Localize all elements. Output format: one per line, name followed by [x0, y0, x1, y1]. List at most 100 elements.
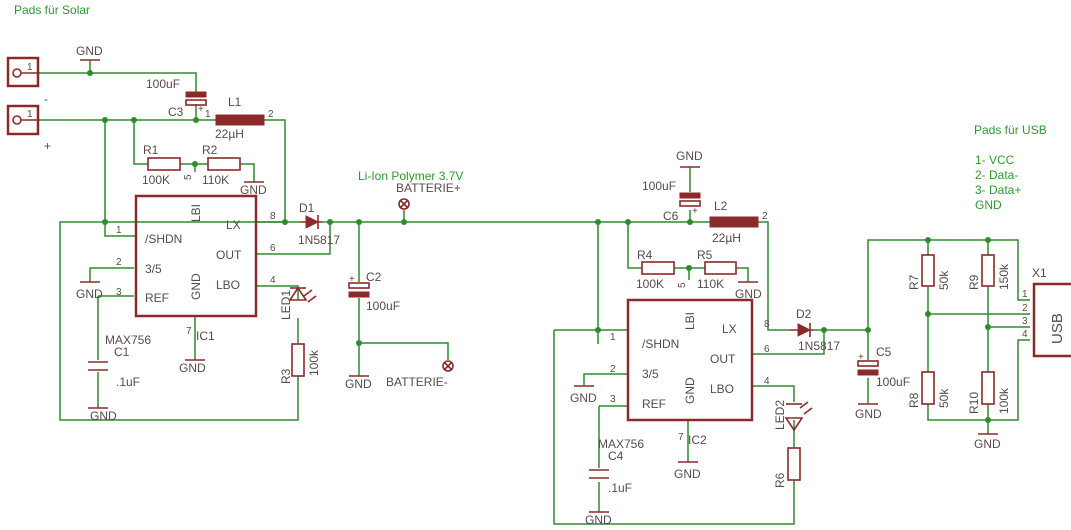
capacitor-c2: + C2 100uF — [348, 270, 400, 313]
svg-text:C4: C4 — [608, 449, 624, 463]
svg-text:100uF: 100uF — [146, 77, 180, 91]
svg-text:GND: GND — [683, 377, 697, 404]
svg-text:4: 4 — [270, 275, 276, 286]
svg-text:MAX756: MAX756 — [598, 437, 644, 451]
svg-text:2: 2 — [1022, 303, 1028, 314]
solar-pad-1: 1 — [6, 56, 40, 88]
svg-text:1- VCC: 1- VCC — [975, 153, 1015, 167]
svg-text:GND: GND — [585, 513, 612, 527]
svg-text:.1uF: .1uF — [608, 481, 632, 495]
solar-pads-note: Pads für Solar — [14, 3, 90, 17]
gnd-symbols — [80, 59, 998, 513]
svg-text:GND: GND — [570, 391, 597, 405]
resistor-r3: R3 100k — [279, 343, 321, 384]
svg-text:GND: GND — [674, 467, 701, 481]
diode-d1: D1 1N5817 — [298, 201, 340, 247]
svg-text:4: 4 — [1022, 329, 1028, 340]
svg-text:Li-Ion Polymer 3.7V: Li-Ion Polymer 3.7V — [358, 169, 463, 183]
svg-text:1: 1 — [27, 109, 33, 120]
capacitor-c5: + C5 100uF — [857, 345, 910, 389]
svg-text:/SHDN: /SHDN — [642, 337, 679, 351]
svg-text:2- Data-: 2- Data- — [975, 168, 1018, 182]
svg-text:R10: R10 — [967, 392, 981, 414]
resistor-r4: R4 100K — [636, 248, 675, 291]
svg-text:OUT: OUT — [216, 248, 242, 262]
svg-text:GND: GND — [345, 377, 372, 391]
svg-text:5: 5 — [183, 174, 194, 180]
svg-text:2: 2 — [762, 211, 768, 222]
svg-text:C3: C3 — [168, 105, 184, 119]
capacitor-c1: C1 .1uF — [88, 345, 140, 389]
battery-plus-pad: BATTERIE+ Li-Ion Polymer 3.7V — [358, 169, 463, 210]
svg-text:LBI: LBI — [683, 312, 697, 330]
svg-text:2: 2 — [610, 364, 616, 375]
ic2-max756: /SHDN 3/5 REF LX OUT LBO LBI GND 1 2 3 4… — [598, 282, 770, 451]
resistor-r2: R2 110K — [202, 143, 241, 187]
svg-text:GND: GND — [179, 361, 206, 375]
battery-minus-pad: BATTERIE- — [386, 360, 454, 389]
svg-text:3: 3 — [116, 287, 122, 298]
svg-text:8: 8 — [270, 211, 276, 222]
svg-text:IC2: IC2 — [688, 433, 707, 447]
svg-text:REF: REF — [145, 291, 169, 305]
svg-text:+: + — [198, 104, 204, 115]
svg-text:GND: GND — [676, 149, 703, 163]
svg-text:2: 2 — [268, 109, 274, 120]
svg-text:22µH: 22µH — [712, 231, 741, 245]
svg-text:R7: R7 — [907, 274, 921, 290]
svg-text:D1: D1 — [299, 201, 315, 215]
svg-text:2: 2 — [116, 257, 122, 268]
led-1: LED1 — [279, 286, 317, 320]
svg-text:R8: R8 — [907, 392, 921, 408]
svg-text:6: 6 — [270, 243, 276, 254]
svg-text:50k: 50k — [937, 270, 951, 290]
svg-text:R1: R1 — [143, 143, 159, 157]
svg-text:1: 1 — [205, 109, 211, 120]
svg-text:100K: 100K — [636, 277, 664, 291]
ic1-max756: /SHDN 3/5 REF LX OUT LBO LBI GND 1 2 3 4… — [105, 174, 276, 347]
svg-text:R2: R2 — [202, 143, 218, 157]
svg-text:6: 6 — [764, 344, 770, 355]
svg-text:4: 4 — [764, 376, 770, 387]
led-2: LED2 — [773, 400, 813, 432]
svg-text:R5: R5 — [697, 248, 713, 262]
svg-text:GND: GND — [90, 409, 117, 423]
svg-text:L1: L1 — [228, 95, 242, 109]
svg-text:+: + — [349, 274, 355, 285]
junctions — [87, 70, 991, 423]
svg-text:LBO: LBO — [710, 382, 734, 396]
resistor-r6: R6 — [773, 447, 801, 488]
svg-text:1: 1 — [27, 62, 33, 73]
svg-text:100uF: 100uF — [642, 179, 676, 193]
resistor-r9: R9 150k — [967, 254, 1011, 290]
svg-text:LX: LX — [722, 322, 737, 336]
svg-text:1: 1 — [116, 225, 122, 236]
svg-text:C6: C6 — [663, 209, 679, 223]
svg-text:BATTERIE+: BATTERIE+ — [396, 181, 461, 195]
svg-text:5: 5 — [677, 282, 688, 288]
svg-text:+: + — [692, 206, 698, 217]
svg-text:R4: R4 — [637, 248, 653, 262]
svg-text:+: + — [858, 352, 864, 363]
svg-text:100k: 100k — [997, 387, 1011, 414]
solar-plus-mark: + — [44, 139, 51, 153]
svg-text:1N5817: 1N5817 — [298, 233, 340, 247]
usb-connector-x1: USB X1 1 2 3 4 — [1022, 266, 1071, 358]
svg-text:GND: GND — [240, 183, 267, 197]
svg-text:100k: 100k — [307, 349, 321, 376]
svg-text:X1: X1 — [1032, 266, 1047, 280]
capacitor-c6: + 100uF C6 — [642, 179, 701, 223]
resistor-r8: R8 50k — [907, 371, 951, 408]
usb-pads-note: Pads für USB 1- VCC 2- Data- 3- Data+ GN… — [974, 123, 1047, 212]
inductor-l2: L2 22µH 2 — [709, 199, 768, 245]
svg-text:Pads für USB: Pads für USB — [974, 123, 1047, 137]
capacitor-c3: + 100uF C3 — [146, 77, 207, 119]
svg-text:LED2: LED2 — [773, 400, 787, 430]
svg-text:/SHDN: /SHDN — [145, 232, 182, 246]
svg-text:IC1: IC1 — [196, 329, 215, 343]
svg-text:3/5: 3/5 — [642, 367, 659, 381]
svg-text:USB: USB — [1049, 313, 1066, 344]
svg-text:3- Data+: 3- Data+ — [975, 183, 1021, 197]
svg-text:1: 1 — [1022, 289, 1028, 300]
